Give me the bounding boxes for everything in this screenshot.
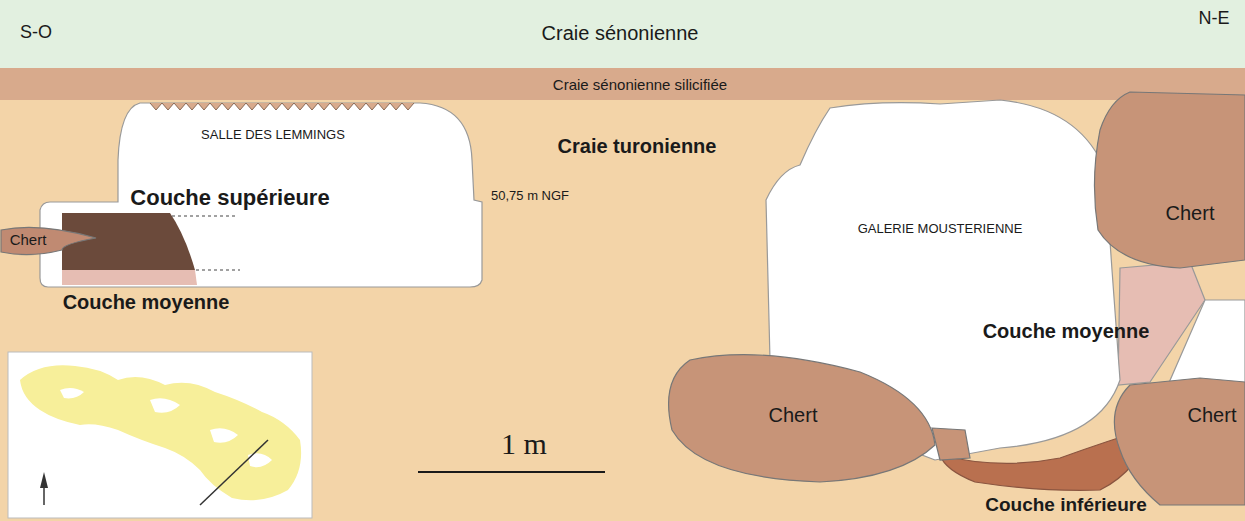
node-text: Chert <box>10 231 47 248</box>
node-text: Craie sénonienne silicifiée <box>553 76 727 93</box>
chert-nodule: Chert <box>1088 88 1245 272</box>
chert-nodule: Chert <box>664 343 976 487</box>
chalk-ground: Craie turonienne SALLE DES LEMMINGS GALERI… <box>0 100 1245 521</box>
silicified-band: Craie sénonienne silicifiée <box>0 68 1245 102</box>
node-text: Craie sénonienne <box>542 22 699 45</box>
chalk-band: Craie sénonienne <box>0 0 1245 70</box>
node-text: SALLE DES LEMMINGS <box>201 128 345 143</box>
node-text: Chert <box>769 404 818 427</box>
node-outline <box>664 343 976 487</box>
node-text: GALERIE MOUSTERIENNE <box>858 222 1023 237</box>
node-text: Chert <box>1166 202 1215 225</box>
node-outline <box>1100 374 1245 510</box>
cave-chamber: SALLE DES LEMMINGS <box>38 100 484 290</box>
chert-nodule: Chert <box>0 220 100 260</box>
chert-nodule: Chert <box>1100 374 1245 510</box>
node-text: Craie turonienne <box>558 135 717 158</box>
node-outline <box>1088 88 1245 272</box>
node-text: Chert <box>1188 404 1237 427</box>
